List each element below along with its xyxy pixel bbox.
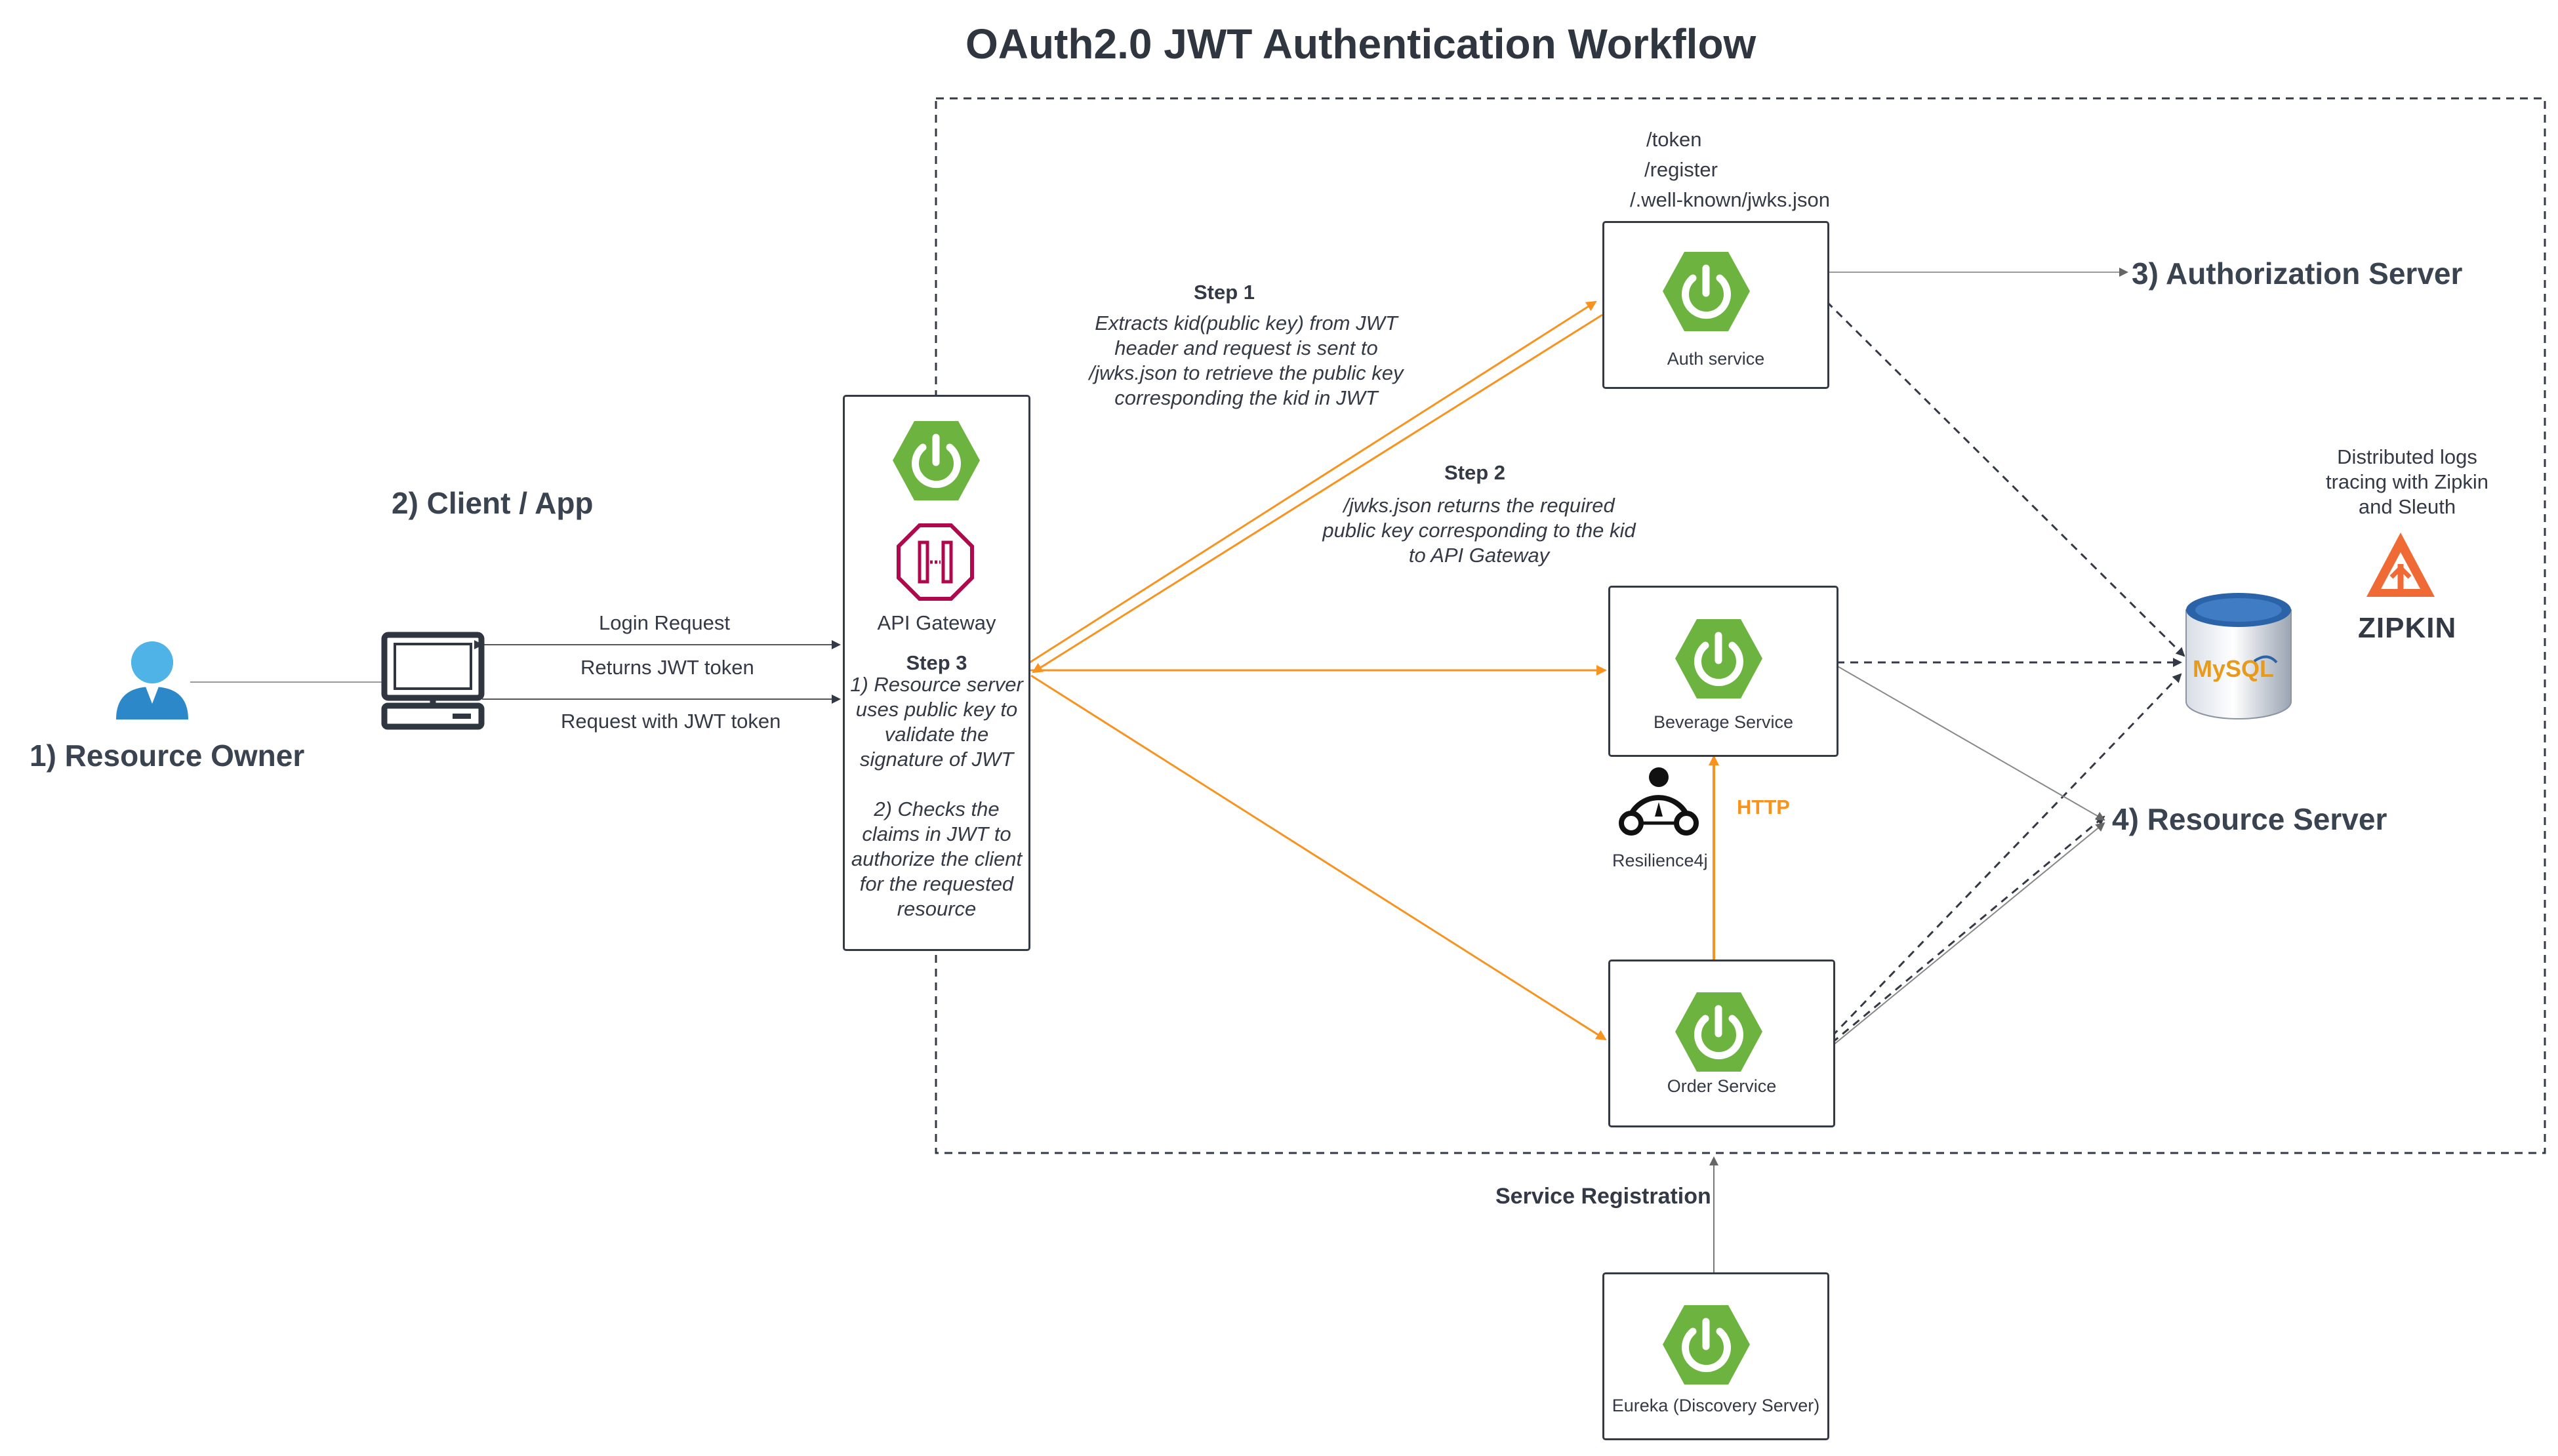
gateway-to-order-arrow xyxy=(1030,674,1607,1041)
logging-description: Distributed logs tracing with Zipkin and… xyxy=(2325,445,2489,518)
http-label: HTTP xyxy=(1737,796,1790,819)
spring-power-icon xyxy=(1675,618,1763,703)
spring-power-icon xyxy=(1675,991,1763,1076)
client-app-label: 2) Client / App xyxy=(392,486,594,520)
order-to-resource-dashed-line xyxy=(1831,815,2105,1044)
spring-power-icon xyxy=(892,420,981,505)
auth-to-mysql-line xyxy=(1825,300,2185,657)
auth-endpoints: /token /register /.well-known/jwks.json xyxy=(1630,125,1840,215)
service-registration-label: Service Registration xyxy=(1495,1184,1711,1209)
resource-owner-label: 1) Resource Owner xyxy=(30,738,305,773)
authorization-server-label: 3) Authorization Server xyxy=(2132,256,2463,291)
computer-icon xyxy=(380,631,485,731)
step3-title: Step 3 xyxy=(906,651,967,674)
resilience4j-label: Resilience4j xyxy=(1612,851,1708,870)
zipkin-logo-icon xyxy=(2361,531,2440,607)
mysql-text: MySQL xyxy=(2193,655,2274,682)
api-gateway-box: API Gateway Step 3 1) Resource server us… xyxy=(843,395,1030,951)
resource-server-label: 4) Resource Server xyxy=(2112,802,2387,836)
spring-power-icon xyxy=(1662,251,1751,336)
api-gateway-label: API Gateway xyxy=(877,611,996,634)
step3-text: 1) Resource server uses public key to va… xyxy=(850,673,1023,920)
mysql-database-icon: MySQL xyxy=(2181,584,2299,728)
auth-service-label: Auth service xyxy=(1667,349,1765,369)
step2-title: Step 2 xyxy=(1444,461,1506,484)
resilience4j-icon xyxy=(1617,763,1701,847)
eureka-server-box: Eureka (Discovery Server) xyxy=(1602,1272,1829,1440)
step2-arrow xyxy=(1032,313,1603,674)
login-request-label: Login Request xyxy=(599,611,730,634)
api-gateway-icon xyxy=(896,523,975,605)
request-with-token-label: Request with JWT token xyxy=(561,710,781,733)
step2-text: /jwks.json returns the required public k… xyxy=(1322,494,1636,567)
order-service-label: Order Service xyxy=(1667,1076,1777,1096)
auth-service-box: Auth service xyxy=(1602,221,1829,389)
beverage-to-resource-line xyxy=(1836,665,2105,820)
returns-token-label: Returns JWT token xyxy=(580,656,754,679)
order-to-mysql-line xyxy=(1831,673,2182,1038)
step1-text: Extracts kid(public key) from JWT header… xyxy=(1089,312,1404,409)
spring-power-icon xyxy=(1662,1304,1751,1389)
step1-arrow xyxy=(1029,300,1597,664)
beverage-service-label: Beverage Service xyxy=(1653,712,1794,732)
beverage-service-box: Beverage Service xyxy=(1608,586,1838,757)
eureka-label: Eureka (Discovery Server) xyxy=(1612,1396,1820,1415)
order-to-resource-line xyxy=(1831,822,2105,1047)
step1-title: Step 1 xyxy=(1194,281,1255,304)
endpoint-jwks: /.well-known/jwks.json xyxy=(1630,188,1830,211)
user-icon xyxy=(115,639,190,721)
order-service-box: Order Service xyxy=(1608,960,1835,1127)
zipkin-wordmark: ZIPKIN xyxy=(2358,612,2457,644)
endpoint-token: /token xyxy=(1646,128,1702,151)
endpoint-register: /register xyxy=(1644,158,1718,181)
diagram-title: OAuth2.0 JWT Authentication Workflow xyxy=(965,20,1756,68)
